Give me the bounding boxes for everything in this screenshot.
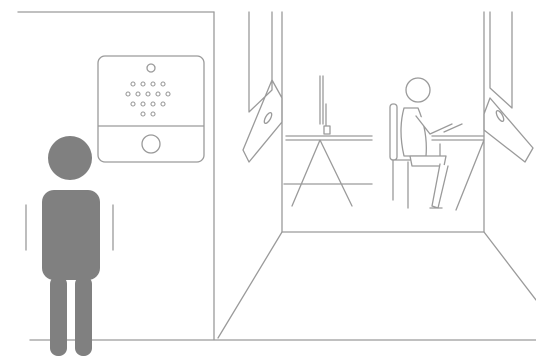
intercom-call-button [142,135,160,153]
resident-torso [401,108,426,156]
intercom-camera [147,64,155,72]
right-door-panel [484,98,533,162]
visitor-body [42,190,100,280]
room-interior [218,12,536,338]
right-door-handle [495,110,505,123]
visitor-left-leg [50,276,67,356]
left-door-handle [263,112,273,125]
resident-shin [432,164,448,208]
room-floor-right-edge [484,232,536,300]
left-door-frame [249,12,272,112]
desk-left [284,136,372,206]
seated-person-at-desk-icon [390,78,462,208]
intercom-speaker-grille [126,82,170,116]
resident-head [406,78,430,102]
intercom-panel-icon [98,56,204,162]
visitor-right-leg [75,276,92,356]
standing-person-icon [42,136,100,356]
monitor-icon [320,76,330,134]
right-door-frame [490,12,512,108]
visitor-head [48,136,92,180]
chair-back [390,104,397,160]
room-floor-left-edge [218,232,282,338]
building-outline [18,12,536,340]
